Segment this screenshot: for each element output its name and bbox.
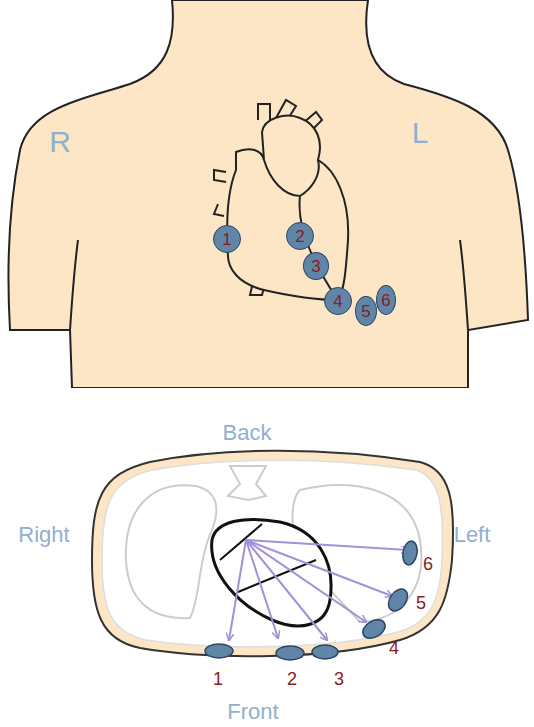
electrode-number: 2: [295, 228, 304, 245]
chest-section: [92, 451, 453, 656]
lead-number: 4: [389, 639, 399, 657]
electrode-number: 6: [381, 292, 390, 309]
direction-label: Left: [454, 524, 491, 546]
direction-label: Right: [18, 524, 69, 546]
electrode-number: 5: [361, 303, 370, 320]
heart: [214, 100, 348, 300]
electrode: 3: [303, 252, 329, 280]
direction-label: Back: [223, 422, 272, 444]
lead-number: 3: [334, 670, 344, 688]
electrode: 6: [376, 285, 396, 315]
electrode-number: 1: [222, 231, 231, 248]
direction-label: Front: [227, 701, 278, 723]
lead-number: 2: [287, 670, 297, 688]
electrode: 4: [324, 287, 352, 315]
side-label: R: [49, 127, 71, 157]
lead-number: 1: [213, 670, 223, 688]
electrode-pads: [205, 540, 419, 660]
electrode: 2: [286, 222, 314, 250]
electrode: 1: [213, 225, 241, 253]
electrode: 5: [355, 296, 377, 326]
side-label: L: [412, 118, 429, 148]
lead-number: 6: [423, 555, 433, 573]
electrode-number: 4: [333, 293, 342, 310]
torso: [8, 0, 528, 388]
electrode-number: 3: [311, 258, 320, 275]
lead-number: 5: [416, 594, 426, 612]
